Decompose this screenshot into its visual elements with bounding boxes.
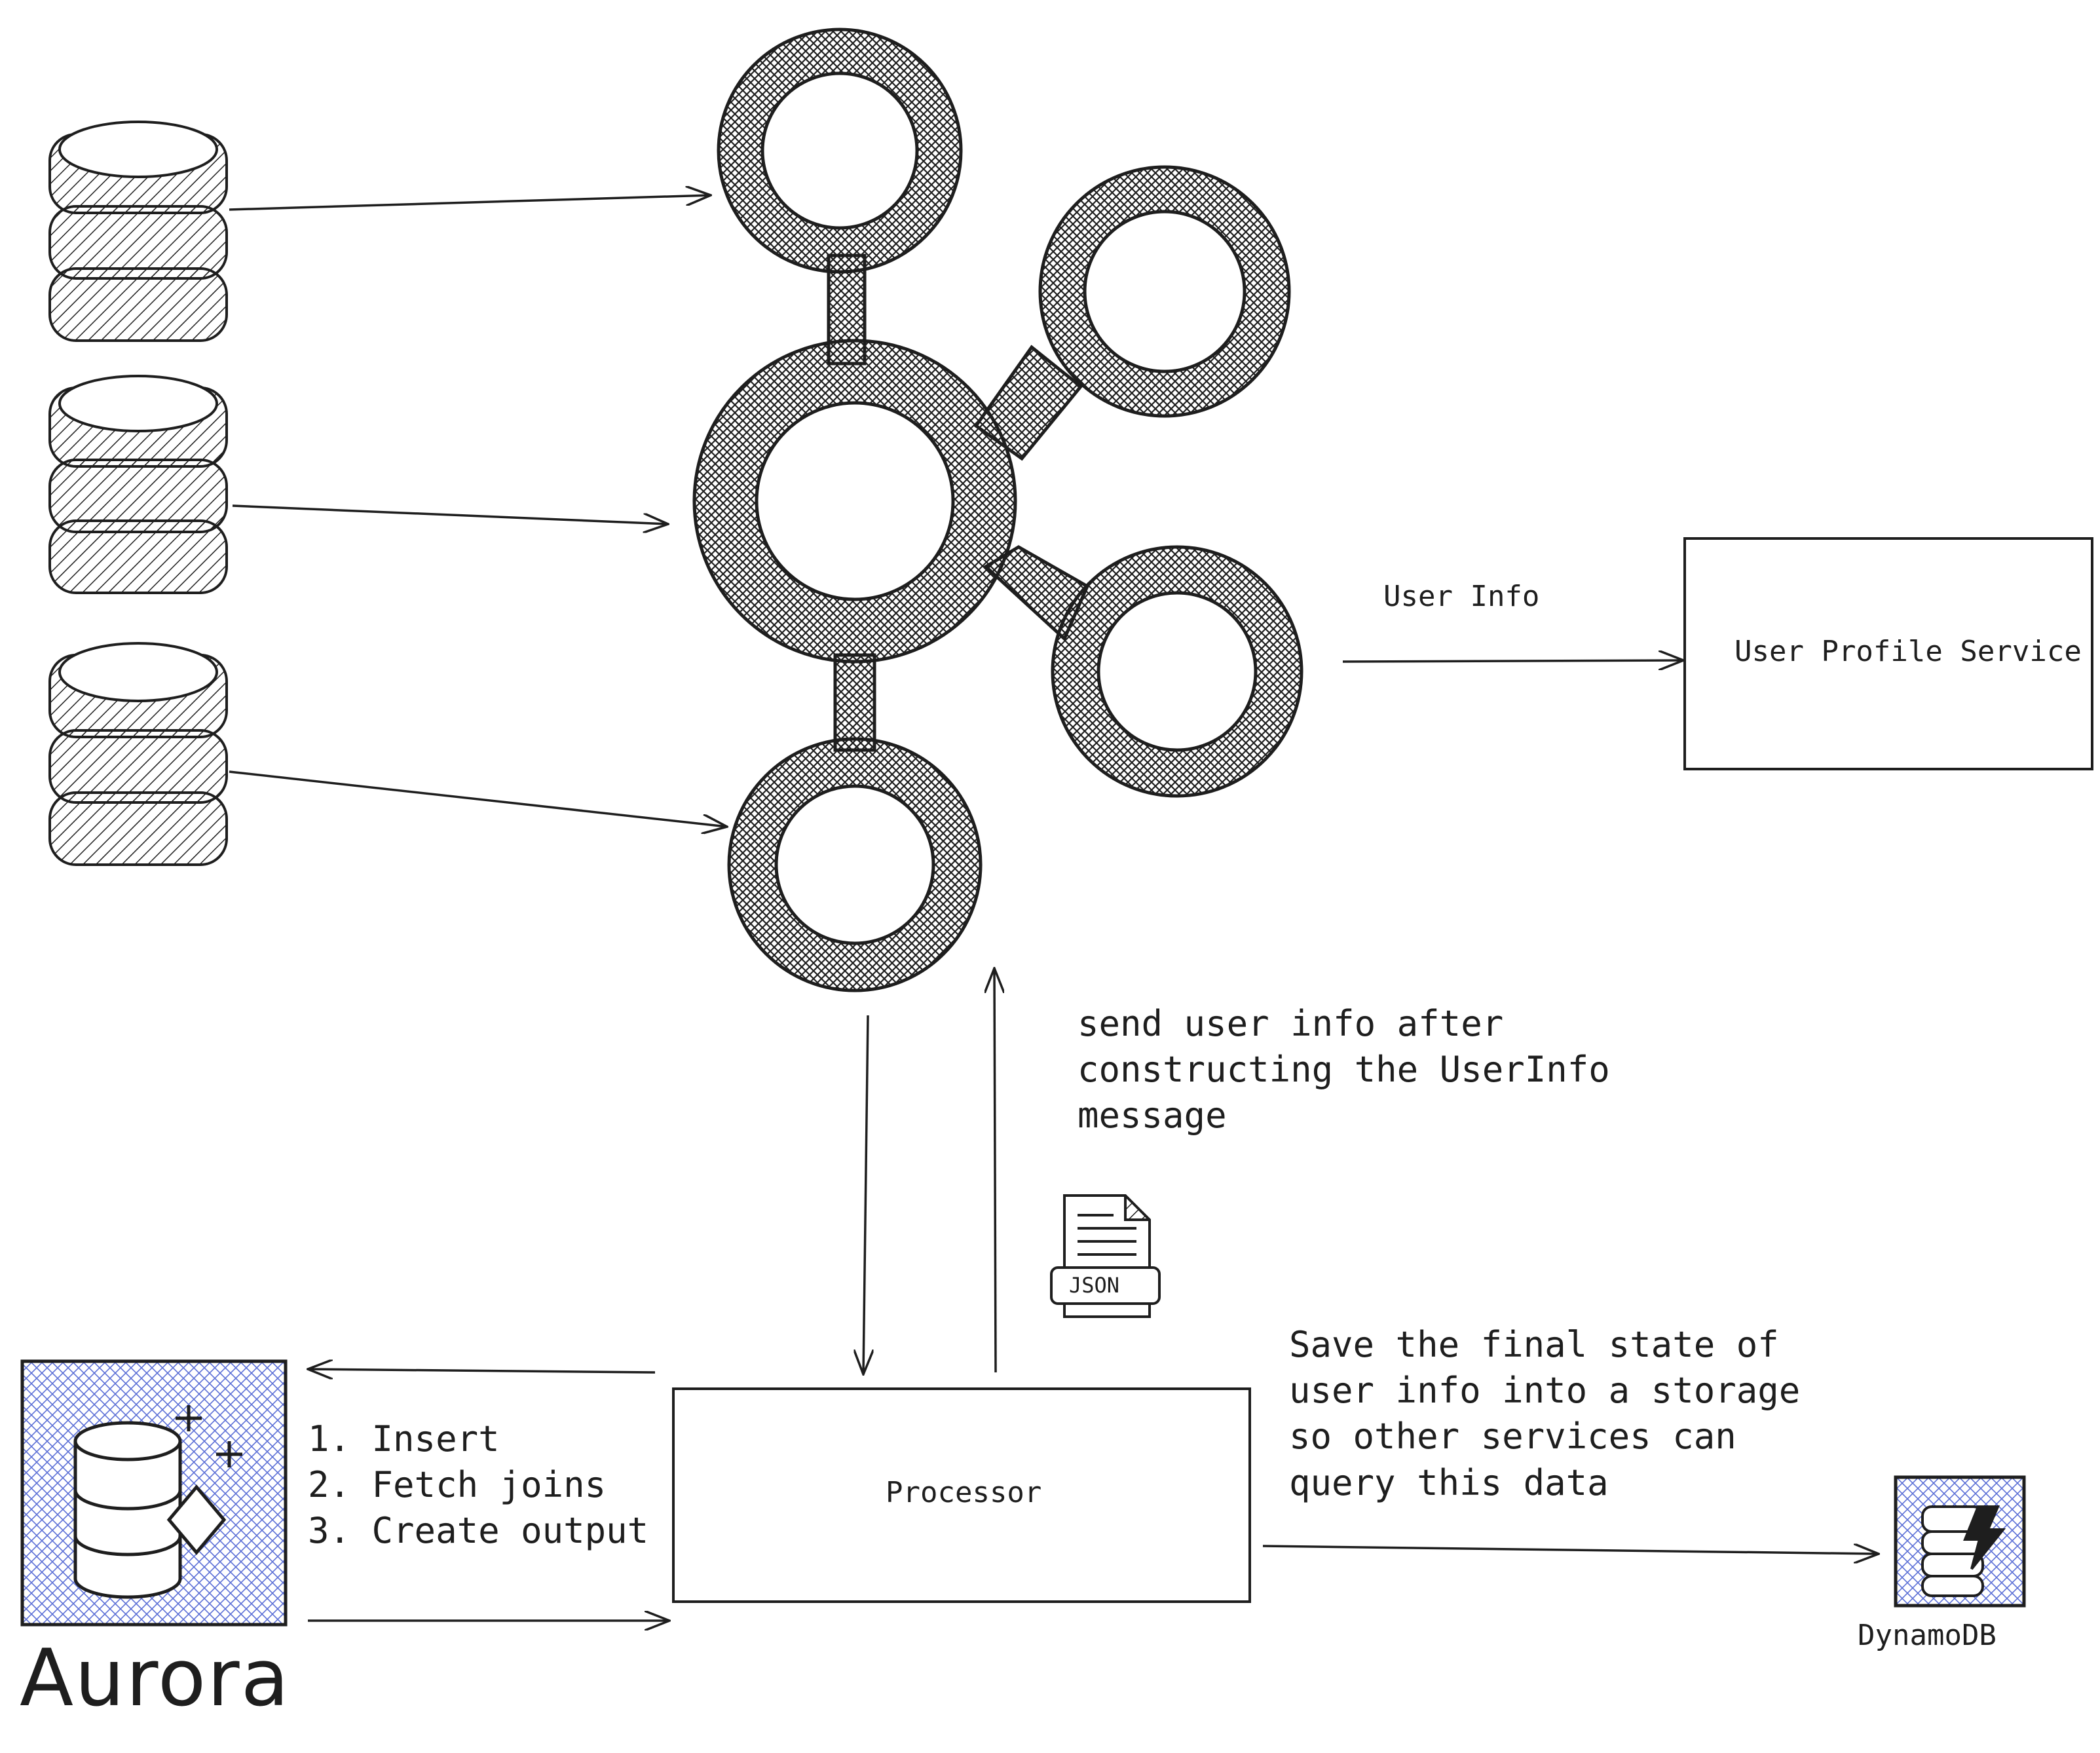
user-profile-service-label: User Profile Service (1734, 635, 2082, 668)
user-info-label: User Info (1383, 580, 1540, 613)
dynamodb-icon (1894, 1475, 2026, 1608)
arrow-kafka-to-processor (863, 1015, 868, 1374)
send-note-line-3: message (1078, 1095, 1227, 1137)
json-file-icon (1050, 1194, 1161, 1318)
aurora-step-1: 1. Insert (308, 1418, 500, 1460)
arrow-processor-to-kafka (994, 968, 996, 1373)
aurora-label: Aurora (20, 1633, 291, 1724)
arrow-db2-to-kafka (232, 504, 668, 524)
dynamodb-label: DynamoDB (1858, 1619, 1997, 1652)
aurora-icon (20, 1359, 288, 1627)
processor-label: Processor (886, 1476, 1042, 1509)
arrow-kafka-to-user-profile (1342, 660, 1683, 662)
database-icon (48, 642, 228, 866)
arrow-processor-to-dynamodb (1262, 1546, 1879, 1554)
send-note-line-1: send user info after (1078, 1003, 1504, 1044)
arrow-processor-to-aurora (308, 1369, 656, 1372)
arrow-db1-to-kafka (229, 195, 711, 211)
save-final-state-note: Save the final state of user info into a… (1289, 1322, 1800, 1506)
save-note-line-4: query this data (1289, 1461, 1609, 1503)
save-note-line-3: so other services can (1289, 1416, 1736, 1458)
database-icon (48, 375, 228, 594)
send-note-line-2: constructing the UserInfo (1078, 1049, 1610, 1091)
send-user-info-note: send user info after constructing the Us… (1078, 1001, 1610, 1139)
kafka-cluster-icon (692, 28, 1303, 992)
save-note-line-2: user info into a storage (1289, 1370, 1801, 1412)
aurora-step-3: 3. Create output (308, 1510, 649, 1552)
processor-box (672, 1387, 1251, 1603)
json-label: JSON (1069, 1273, 1120, 1298)
arrow-db3-to-kafka (229, 770, 727, 827)
user-profile-service-box (1683, 537, 2093, 770)
aurora-step-2: 2. Fetch joins (308, 1464, 607, 1506)
save-note-line-1: Save the final state of (1289, 1324, 1779, 1365)
aurora-steps-list: 1. Insert 2. Fetch joins 3. Create outpu… (308, 1416, 648, 1555)
database-icon (48, 121, 228, 342)
